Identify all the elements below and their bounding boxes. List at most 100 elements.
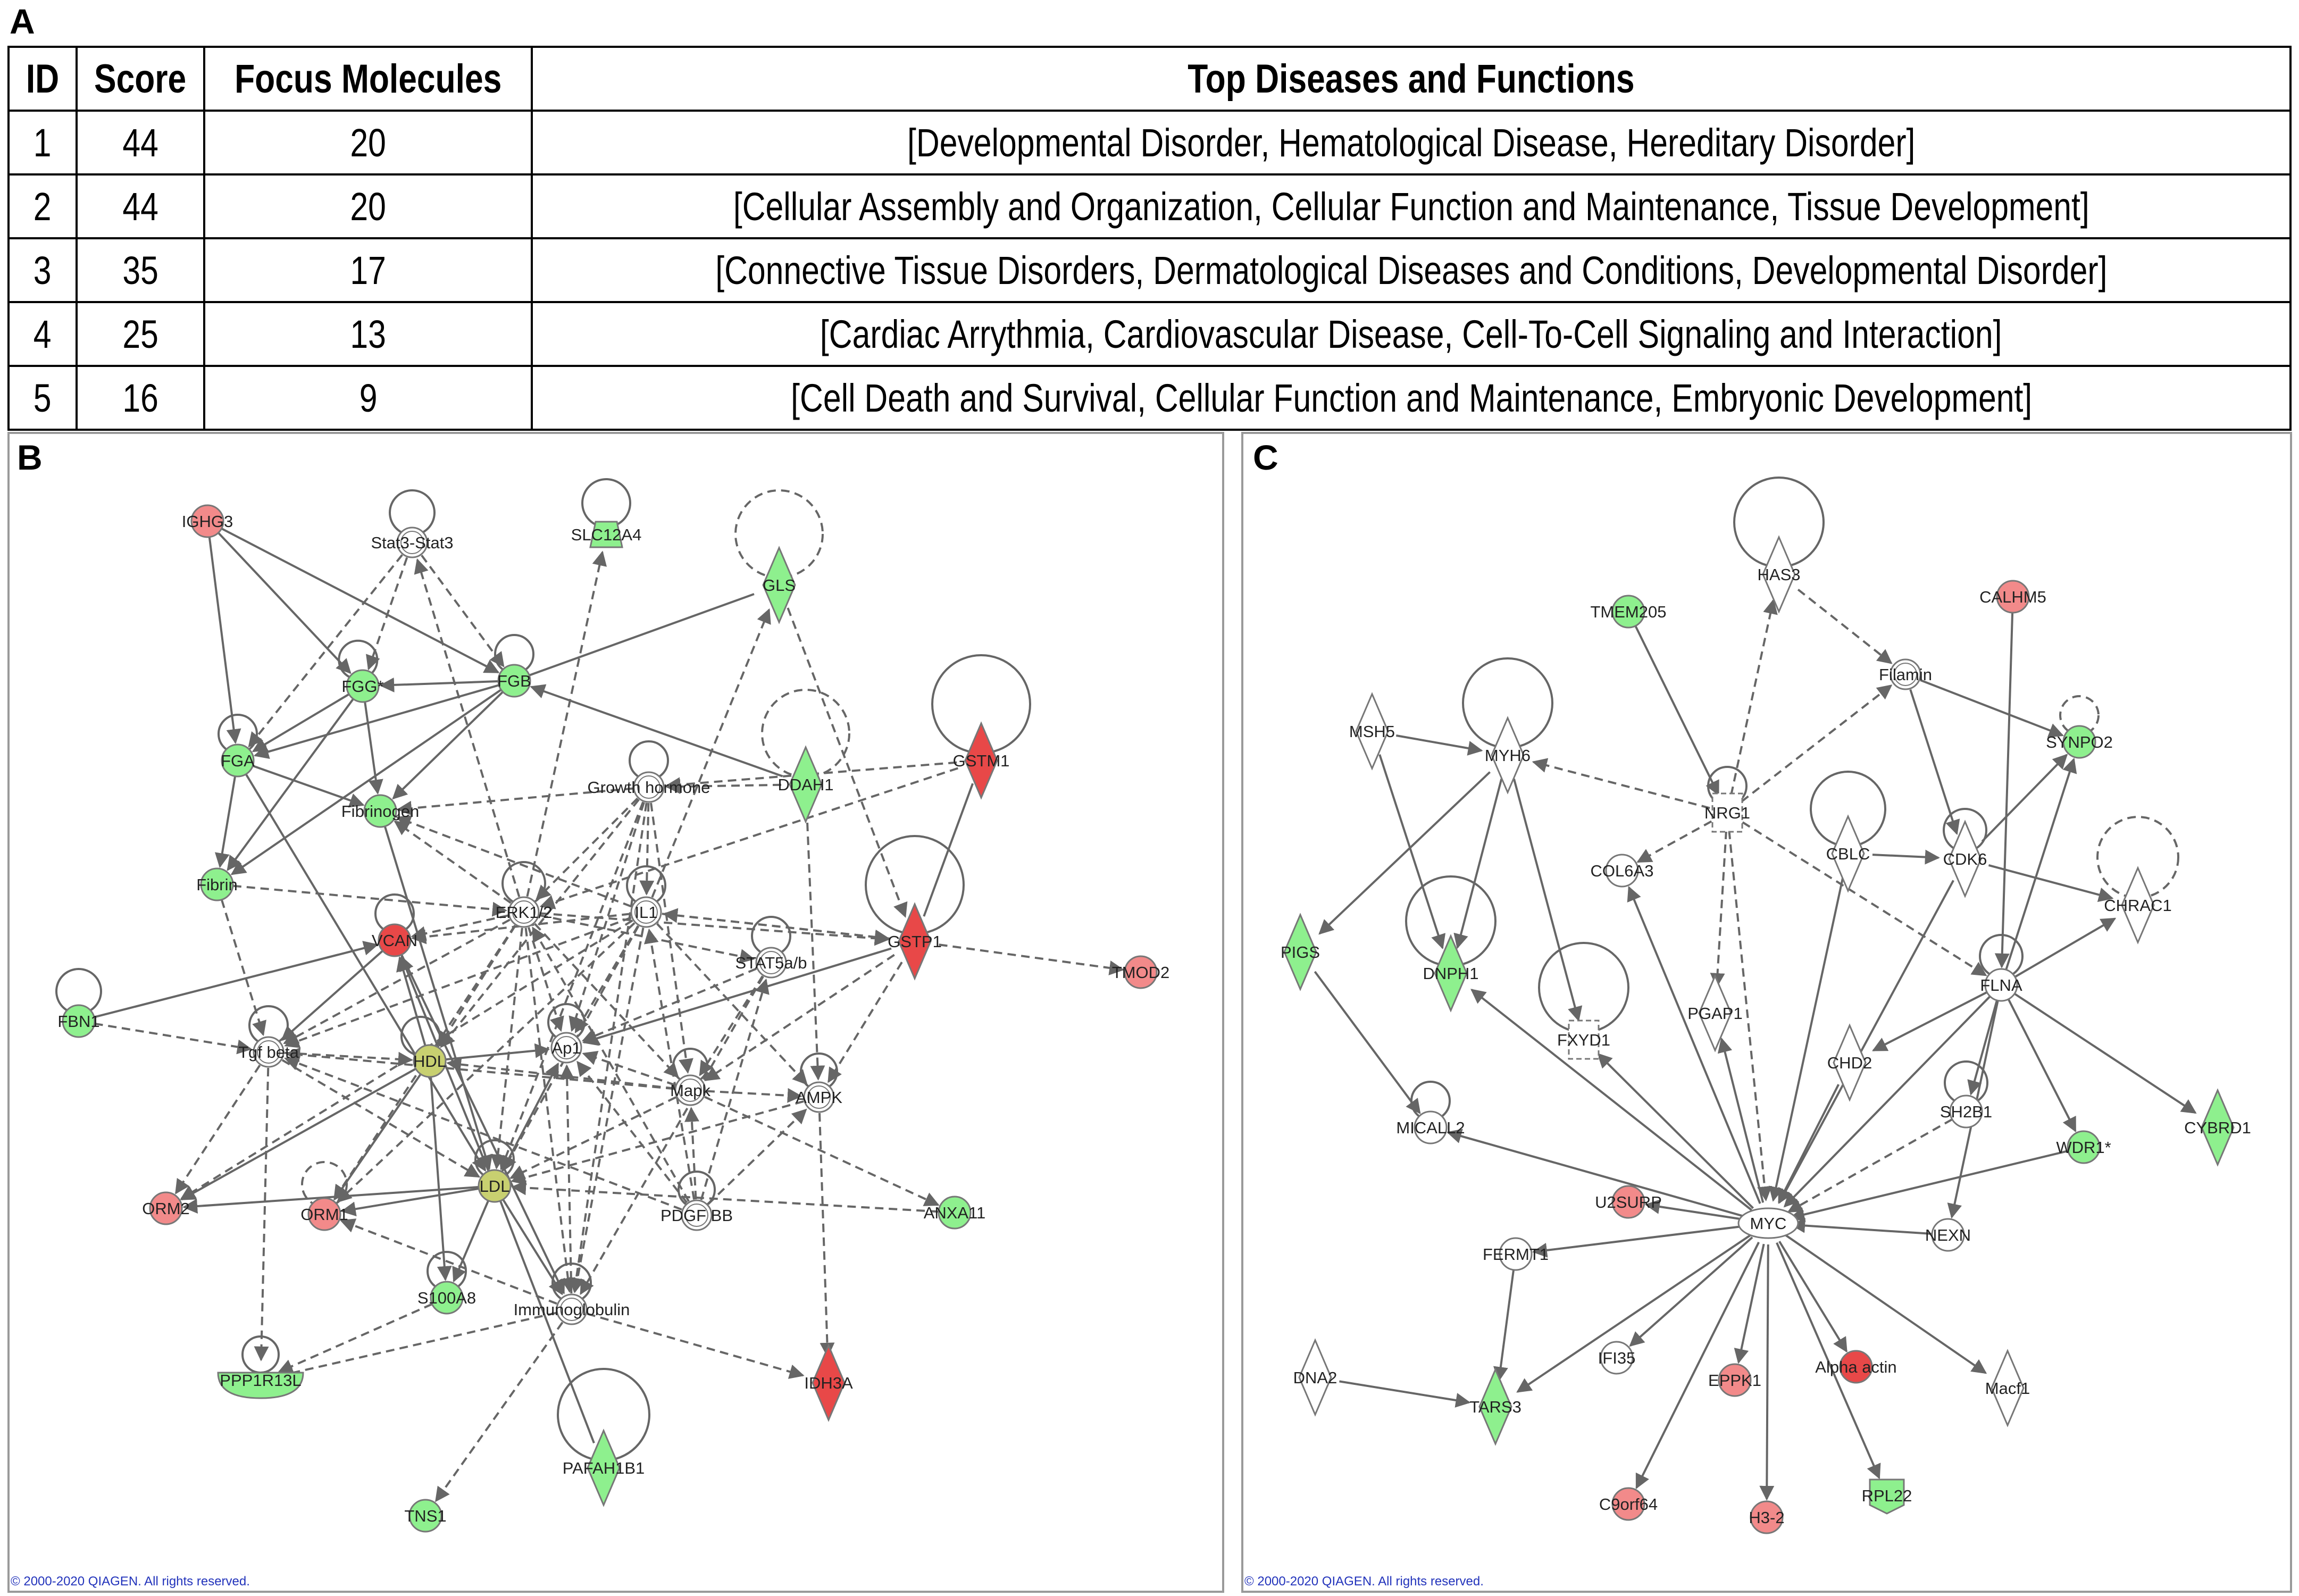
c-node-cblc[interactable]: CBLC (1826, 814, 1870, 893)
edge-CALHM5-to-FLNA (1994, 612, 2014, 968)
edge-FGA-to-LDL (245, 773, 487, 1172)
c-node-dna2[interactable]: DNA2 (1293, 1338, 1337, 1417)
c-node-tars3[interactable]: TARS3 (1469, 1367, 1521, 1446)
c-node-sh2b1[interactable]: SH2B1 (1940, 1094, 1992, 1129)
c-node-dnph1[interactable]: DNPH1 (1423, 934, 1479, 1013)
node-label: NEXN (1925, 1226, 1971, 1244)
b-node-pafah1b1[interactable]: PAFAH1B1 (563, 1428, 645, 1507)
b-node-growthhormone[interactable]: Growth hormone (588, 771, 710, 803)
c-node-has3[interactable]: HAS3 (1758, 535, 1801, 614)
c-node-macf1[interactable]: Macf1 (1985, 1349, 2030, 1427)
c-node-cybrd1[interactable]: CYBRD1 (2184, 1088, 2251, 1167)
c-node-nexn[interactable]: NEXN (1925, 1218, 1971, 1252)
c-node-pgap1[interactable]: PGAP1 (1687, 974, 1743, 1052)
c-node-alphaactin[interactable]: Alpha actin (1815, 1350, 1897, 1384)
c-node-u2surp[interactable]: U2SURP (1595, 1185, 1662, 1219)
edge-IL1-to-AMPK (656, 923, 808, 1085)
node-label: TMOD2 (1112, 963, 1170, 982)
cell-score: 16 (76, 365, 205, 431)
edge-FLNA-to-SYNPO2 (2005, 757, 2077, 971)
b-node-fibrinogen[interactable]: Fibrinogen (341, 794, 419, 828)
edge-CDK6-to-MYC (1778, 880, 1954, 1204)
c-node-tmem205[interactable]: TMEM205 (1591, 595, 1667, 629)
b-node-immunoglobulin[interactable]: Immunoglobulin (514, 1293, 630, 1325)
b-node-idh3a[interactable]: IDH3A (804, 1343, 853, 1422)
c-node-myc[interactable]: MYC (1737, 1207, 1799, 1239)
b-node-vcan[interactable]: VCAN (372, 923, 417, 957)
edge-MYC-to-MICALL2 (1447, 1129, 1749, 1219)
b-node-s100a8[interactable]: S100A8 (417, 1281, 476, 1315)
edge-GSTP1-to-TMOD2 (939, 943, 1125, 975)
b-node-pdgfbb[interactable]: PDGF BB (661, 1199, 733, 1231)
edge-DDAH1-to-FGB (530, 684, 783, 778)
edge-MSH5-to-MYH6 (1395, 734, 1483, 756)
b-node-ighg3[interactable]: IGHG3 (182, 504, 233, 538)
c-node-calhm5[interactable]: CALHM5 (1979, 580, 2046, 614)
b-node-hdl[interactable]: HDL (413, 1044, 447, 1078)
c-node-fxyd1[interactable]: FXYD1 (1557, 1020, 1610, 1060)
b-node-tns1[interactable]: TNS1 (404, 1499, 447, 1533)
b-node-ampk[interactable]: AMPK (796, 1081, 842, 1113)
c-node-chrac1[interactable]: CHRAC1 (2104, 866, 2172, 945)
edge-CDK6-to-CHRAC1 (1988, 864, 2114, 903)
c-node-eppk1[interactable]: EPPK1 (1708, 1363, 1761, 1397)
c-node-micall2[interactable]: MICALL2 (1396, 1110, 1465, 1144)
edge-Immunoglobulin-to-ORM1 (340, 1218, 557, 1305)
c-node-filamin[interactable]: Filamin (1879, 658, 1932, 690)
self-loop-SLC12A4 (581, 478, 631, 528)
b-node-anxa11[interactable]: ANXA11 (924, 1196, 986, 1230)
edge-FLNA-to-CHRAC1 (2014, 917, 2117, 978)
table-row: 5 16 9 [Cell Death and Survival, Cellula… (7, 365, 2292, 431)
edge-IL1-to-ORM1 (336, 922, 636, 1203)
edge-MYH6-to-DNPH1 (1453, 779, 1503, 949)
c-node-flna[interactable]: FLNA (1980, 968, 2022, 1002)
c-node-chd2[interactable]: CHD2 (1827, 1023, 1872, 1102)
b-node-orm1[interactable]: ORM1 (300, 1197, 348, 1231)
b-node-fibrin[interactable]: Fibrin (196, 867, 238, 901)
b-node-tgfbeta[interactable]: Tgf beta (238, 1036, 299, 1068)
b-node-fbn1[interactable]: FBN1 (57, 1004, 100, 1038)
header-top-diseases: Top Diseases and Functions (531, 46, 2292, 112)
edge-VCAN-to-Tgfbeta (281, 950, 383, 1041)
edge-HAS3-to-Filamin (1797, 588, 1893, 664)
node-label: DNA2 (1293, 1368, 1337, 1387)
cell-id: 1 (7, 110, 78, 176)
b-node-slc12a4[interactable]: SLC12A4 (571, 521, 642, 548)
c-node-c9orf64[interactable]: C9orf64 (1599, 1487, 1658, 1521)
b-node-stat5ab[interactable]: STAT5a/b (735, 947, 807, 979)
c-node-myh6[interactable]: MYH6 (1485, 716, 1531, 795)
b-node-fgg[interactable]: FGG* (341, 669, 384, 703)
b-node-gstp1[interactable]: GSTP1 (888, 902, 942, 981)
b-node-stat3stat3[interactable]: Stat3-Stat3 (371, 527, 454, 558)
edge-ERK12-to-Immunoglobulin (524, 927, 575, 1293)
c-node-cdk6[interactable]: CDK6 (1943, 820, 1987, 898)
b-node-ldl[interactable]: LDL (478, 1169, 512, 1203)
edge-Mapk-to-HDL (446, 1057, 675, 1090)
node-label: MSH5 (1349, 722, 1395, 741)
edge-DNA2-to-TARS3 (1339, 1380, 1471, 1408)
b-node-fga[interactable]: FGA (221, 743, 255, 778)
b-node-fgb[interactable]: FGB (497, 664, 531, 698)
c-node-col6a3[interactable]: COL6A3 (1591, 854, 1654, 888)
b-node-tmod2[interactable]: TMOD2 (1112, 955, 1170, 989)
b-node-il1[interactable]: IL1 (630, 896, 662, 928)
edge-MYC-to-FERMT1 (1532, 1224, 1748, 1258)
c-node-rpl22[interactable]: RPL22 (1862, 1478, 1912, 1515)
node-label: PAFAH1B1 (563, 1459, 645, 1477)
c-node-ifi35[interactable]: IFI35 (1598, 1341, 1636, 1375)
c-node-synpo2[interactable]: SYNPO2 (2046, 725, 2113, 759)
c-node-pigs[interactable]: PIGS (1281, 913, 1320, 991)
c-node-nrg1[interactable]: NRG1 (1704, 792, 1750, 833)
b-node-ppp1r13l[interactable]: PPP1R13L (217, 1371, 304, 1399)
b-node-gls[interactable]: GLS (762, 546, 796, 624)
c-node-wdr1[interactable]: WDR1* (2056, 1130, 2111, 1164)
b-node-ap1[interactable]: Ap1 (550, 1032, 582, 1064)
c-node-h32[interactable]: H3-2 (1749, 1500, 1785, 1534)
c-node-fermt1[interactable]: FERMT1 (1483, 1237, 1549, 1271)
b-node-gstm1[interactable]: GSTM1 (953, 721, 1010, 800)
b-node-erk12[interactable]: ERK1/2 (496, 896, 553, 928)
b-node-orm2[interactable]: ORM2 (142, 1191, 190, 1225)
c-node-msh5[interactable]: MSH5 (1349, 692, 1395, 771)
b-node-ddah1[interactable]: DDAH1 (778, 745, 834, 824)
b-node-mapk[interactable]: Mapk (670, 1074, 710, 1106)
